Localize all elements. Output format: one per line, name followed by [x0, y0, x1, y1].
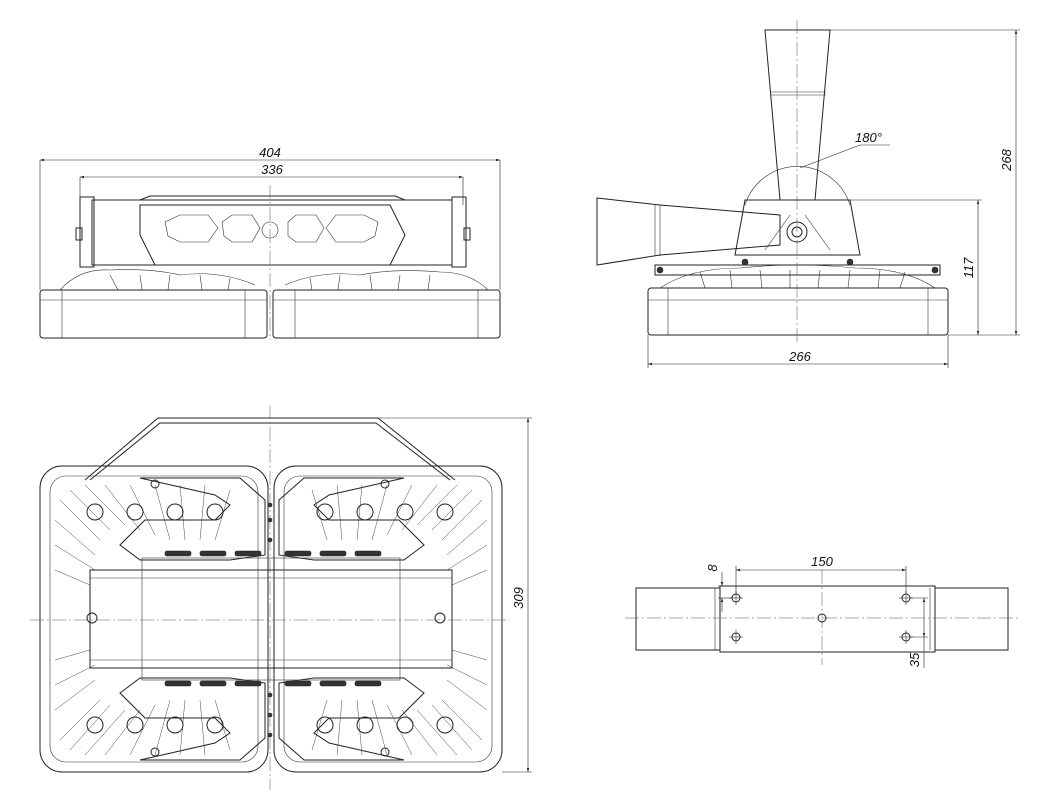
dimension-8: 8 — [705, 564, 732, 612]
right-fins — [311, 484, 488, 756]
slot-row-bottom — [164, 680, 382, 687]
frame-plate-bottom-left — [119, 677, 266, 761]
dimension-117: 117 — [850, 199, 982, 336]
housing-frame — [91, 199, 453, 266]
dimension-150-label: 150 — [811, 554, 833, 569]
side-view: 180° 266 117 — [596, 20, 1020, 368]
frame-plate-top-left — [119, 477, 266, 561]
dimension-266-label: 266 — [788, 349, 811, 364]
dimension-309-label: 309 — [511, 587, 526, 609]
decor-plate — [139, 204, 406, 266]
angle-label: 180° — [855, 130, 882, 145]
dimension-336-label: 336 — [261, 162, 283, 177]
left-lamp-module — [39, 289, 268, 339]
mounting-bracket — [719, 585, 936, 653]
dimension-404-label: 404 — [259, 145, 281, 160]
dimension-8-label: 8 — [705, 564, 720, 572]
central-bar — [89, 569, 453, 669]
rotation-arc — [744, 166, 851, 206]
dimension-336: 336 — [79, 162, 464, 205]
dimension-266: 266 — [647, 335, 949, 368]
dimension-35: 35 — [907, 597, 928, 668]
left-bracket — [79, 196, 95, 268]
frame-plate-top-right — [278, 477, 425, 561]
dimension-150: 150 — [735, 554, 907, 594]
left-housing — [39, 465, 269, 773]
slot-row-top — [164, 550, 382, 557]
dimension-309: 309 — [378, 417, 532, 773]
dimension-117-label: 117 — [961, 257, 976, 278]
right-housing — [273, 465, 503, 773]
vertical-bracket — [764, 29, 831, 201]
dimension-404: 404 — [39, 145, 501, 290]
lamp-base — [647, 287, 949, 336]
frame-plate-bottom-right — [278, 677, 425, 761]
dimension-268-label: 268 — [999, 148, 1014, 171]
dimension-35-label: 35 — [907, 652, 922, 667]
dimension-268: 268 — [830, 29, 1020, 336]
top-view: 309 — [30, 405, 532, 790]
right-lamp-module — [272, 289, 501, 339]
bracket-view: 150 8 35 — [625, 554, 1020, 668]
carry-handle — [84, 417, 456, 481]
front-view: 404 336 — [39, 145, 501, 340]
mounting-holes — [729, 591, 913, 644]
